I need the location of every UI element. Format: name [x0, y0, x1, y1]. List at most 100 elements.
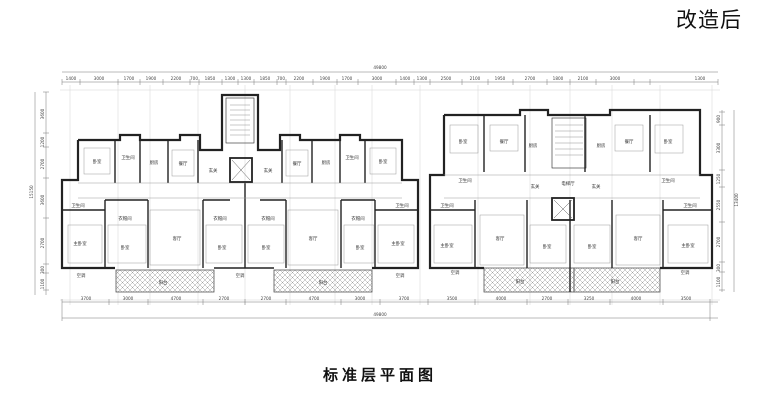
svg-text:1400: 1400 — [400, 76, 411, 81]
svg-text:2700: 2700 — [542, 296, 553, 301]
svg-text:卫生间: 卫生间 — [395, 202, 408, 209]
svg-text:1300: 1300 — [417, 76, 428, 81]
svg-text:1900: 1900 — [320, 76, 331, 81]
svg-text:1900: 1900 — [146, 76, 157, 81]
svg-text:1800: 1800 — [553, 76, 564, 81]
svg-text:15150: 15150 — [29, 185, 34, 199]
svg-text:主卧室: 主卧室 — [73, 240, 87, 247]
svg-text:卧室: 卧室 — [356, 244, 365, 251]
svg-text:卧室: 卧室 — [121, 244, 130, 251]
svg-text:1100: 1100 — [716, 276, 721, 287]
svg-text:衣帽间: 衣帽间 — [118, 215, 131, 222]
svg-text:300: 300 — [40, 266, 45, 274]
svg-text:1850: 1850 — [260, 76, 271, 81]
svg-text:13400: 13400 — [734, 193, 739, 207]
svg-text:2700: 2700 — [40, 237, 45, 248]
svg-text:3600: 3600 — [40, 108, 45, 119]
svg-text:卧室: 卧室 — [664, 138, 673, 145]
svg-text:300: 300 — [716, 264, 721, 272]
svg-text:空调: 空调 — [451, 269, 460, 276]
svg-text:空调: 空调 — [236, 272, 245, 279]
svg-text:3600: 3600 — [40, 194, 45, 205]
svg-text:衣帽间: 衣帽间 — [213, 215, 226, 222]
svg-text:主卧室: 主卧室 — [440, 242, 454, 249]
top-dimension-chain: 49800 1400 3000 1700 1900 2200 700 1850 … — [61, 65, 719, 85]
svg-text:玄关: 玄关 — [592, 183, 601, 190]
svg-text:餐厅: 餐厅 — [500, 138, 509, 145]
svg-text:1700: 1700 — [342, 76, 353, 81]
svg-text:3000: 3000 — [94, 76, 105, 81]
svg-text:衣帽间: 衣帽间 — [351, 215, 364, 222]
svg-text:49800: 49800 — [373, 312, 387, 317]
svg-text:餐厅: 餐厅 — [625, 138, 634, 145]
svg-text:3700: 3700 — [81, 296, 92, 301]
svg-text:阳台: 阳台 — [611, 278, 620, 285]
svg-text:客厅: 客厅 — [173, 235, 182, 242]
svg-text:客厅: 客厅 — [634, 235, 643, 242]
svg-text:4000: 4000 — [496, 296, 507, 301]
svg-text:3250: 3250 — [584, 296, 595, 301]
svg-text:4000: 4000 — [631, 296, 642, 301]
svg-text:1100: 1100 — [40, 278, 45, 289]
svg-text:主卧室: 主卧室 — [391, 240, 405, 247]
svg-text:1300: 1300 — [241, 76, 252, 81]
svg-text:2100: 2100 — [470, 76, 481, 81]
svg-text:空调: 空调 — [396, 272, 405, 279]
svg-text:3700: 3700 — [399, 296, 410, 301]
svg-text:卫生间: 卫生间 — [121, 154, 134, 161]
svg-text:阳台: 阳台 — [319, 279, 328, 286]
svg-text:2100: 2100 — [578, 76, 589, 81]
svg-text:卫生间: 卫生间 — [661, 177, 674, 184]
svg-text:1250: 1250 — [716, 173, 721, 184]
svg-text:玄关: 玄关 — [209, 167, 218, 174]
svg-text:3000: 3000 — [372, 76, 383, 81]
svg-text:卧室: 卧室 — [379, 158, 388, 165]
left-building — [60, 93, 420, 270]
svg-text:卧室: 卧室 — [459, 138, 468, 145]
right-building-labels: 卧室 餐厅 厨房 厨房 餐厅 卧室 卫生间 卫生间 玄关 电梯厅 玄关 卫生间 … — [440, 138, 696, 276]
svg-text:主卧室: 主卧室 — [681, 242, 695, 249]
svg-text:卫生间: 卫生间 — [71, 202, 84, 209]
svg-text:空调: 空调 — [681, 269, 690, 276]
svg-text:2700: 2700 — [716, 236, 721, 247]
svg-text:玄关: 玄关 — [531, 183, 540, 190]
plan-title: 标准层平面图 — [322, 366, 437, 384]
svg-text:1200: 1200 — [40, 136, 45, 147]
svg-text:900: 900 — [716, 115, 721, 123]
right-dimension-chain: 900 3300 1250 2550 2700 300 1100 13400 — [716, 110, 739, 292]
svg-text:700: 700 — [277, 76, 285, 81]
svg-text:2700: 2700 — [525, 76, 536, 81]
right-building — [428, 108, 714, 292]
svg-text:2500: 2500 — [441, 76, 452, 81]
svg-text:玄关: 玄关 — [264, 167, 273, 174]
svg-text:厨房: 厨房 — [529, 142, 538, 149]
left-dimension-chain: 3600 1200 2700 3600 2700 300 1100 15150 — [29, 91, 49, 295]
svg-text:阳台: 阳台 — [159, 279, 168, 286]
svg-text:卧室: 卧室 — [588, 243, 597, 250]
svg-text:2700: 2700 — [219, 296, 230, 301]
svg-text:2550: 2550 — [716, 199, 721, 210]
svg-text:2200: 2200 — [171, 76, 182, 81]
svg-text:3000: 3000 — [610, 76, 621, 81]
svg-text:客厅: 客厅 — [309, 235, 318, 242]
svg-text:餐厅: 餐厅 — [293, 160, 302, 167]
svg-text:厨房: 厨房 — [322, 159, 331, 166]
left-building-labels: 卧室 卫生间 厨房 餐厅 玄关 玄关 餐厅 厨房 卫生间 卧室 卫生间 卫生间 … — [71, 154, 408, 279]
svg-text:卧室: 卧室 — [543, 243, 552, 250]
svg-text:客厅: 客厅 — [496, 235, 505, 242]
svg-text:卧室: 卧室 — [93, 158, 102, 165]
svg-text:3500: 3500 — [681, 296, 692, 301]
svg-text:700: 700 — [190, 76, 198, 81]
svg-text:2700: 2700 — [40, 158, 45, 169]
svg-text:卫生间: 卫生间 — [458, 177, 471, 184]
svg-text:厨房: 厨房 — [597, 142, 606, 149]
svg-text:卫生间: 卫生间 — [345, 154, 358, 161]
svg-text:卫生间: 卫生间 — [440, 202, 453, 209]
svg-text:1950: 1950 — [495, 76, 506, 81]
balconies: 阳台 阳台 阳台 阳台 — [115, 267, 661, 293]
plan-variant-title: 改造后 — [676, 8, 742, 32]
svg-text:阳台: 阳台 — [516, 278, 525, 285]
svg-text:4700: 4700 — [171, 296, 182, 301]
svg-text:空调: 空调 — [77, 272, 86, 279]
